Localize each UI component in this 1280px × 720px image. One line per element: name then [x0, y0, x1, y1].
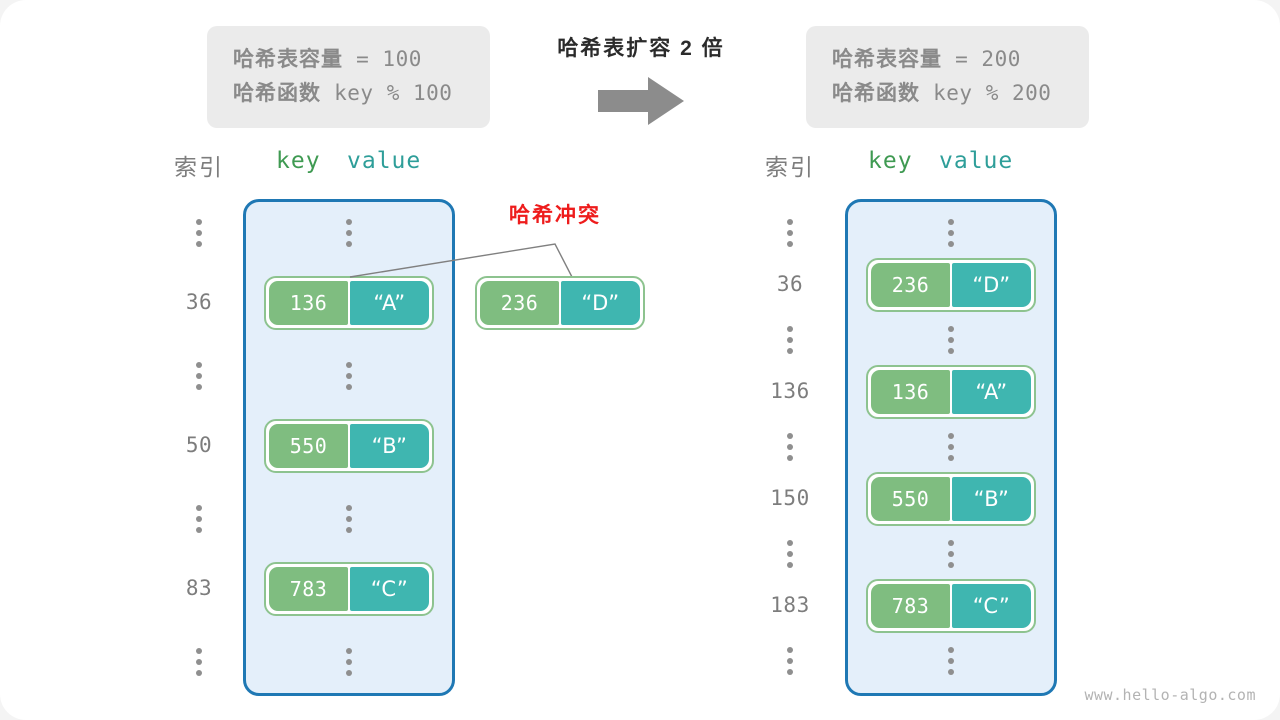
after-hash-label: 哈希函数 — [832, 81, 920, 105]
before-index-label: 83 — [185, 575, 213, 600]
after-pair-value: “B” — [952, 476, 1031, 521]
after-pair-cell: 136“A” — [866, 364, 1036, 419]
before-pair-key: 136 — [269, 280, 348, 325]
after-index-ellipsis-icon — [755, 219, 825, 247]
before-header-value: value — [347, 148, 422, 174]
before-capacity-value: = 100 — [343, 47, 422, 71]
before-row-ellipsis-icon — [344, 648, 354, 676]
after-index-label: 150 — [770, 485, 810, 510]
after-index-label: 183 — [770, 592, 810, 617]
after-row-ellipsis-icon — [946, 326, 956, 354]
after-pair-value: “C” — [952, 583, 1031, 628]
after-pair-key: 236 — [871, 262, 950, 307]
after-index-ellipsis-icon — [755, 433, 825, 461]
transition-title: 哈希表扩容 2 倍 — [557, 37, 725, 60]
before-hash-label: 哈希函数 — [233, 81, 321, 105]
before-row-ellipsis-icon — [344, 219, 354, 247]
after-index-label: 136 — [770, 378, 810, 403]
after-pair-key: 136 — [871, 369, 950, 414]
before-info-box: 哈希表容量 = 100 哈希函数 key % 100 — [207, 26, 490, 128]
after-pair-cell: 550“B” — [866, 471, 1036, 526]
before-pair-value: “A” — [350, 280, 429, 325]
after-index-label: 36 — [776, 271, 804, 296]
before-index-ellipsis-icon — [164, 505, 234, 533]
before-row-ellipsis-icon — [344, 362, 354, 390]
after-row-ellipsis-icon — [946, 433, 956, 461]
before-hash-line: 哈希函数 key % 100 — [233, 76, 464, 110]
right-arrow-icon — [598, 77, 684, 125]
after-pair-value: “A” — [952, 369, 1031, 414]
after-row-ellipsis-icon — [946, 647, 956, 675]
after-pair-cell: 783“C” — [866, 578, 1036, 633]
collision-leader-lines — [349, 243, 573, 278]
collision-label: 哈希冲突 — [509, 204, 601, 227]
after-capacity-label: 哈希表容量 — [832, 47, 942, 71]
before-header-index: 索引 — [174, 155, 224, 181]
after-row-ellipsis-icon — [946, 540, 956, 568]
before-pair-cell: 136“A” — [264, 275, 434, 330]
before-capacity-label: 哈希表容量 — [233, 47, 343, 71]
colliding-pair-cell: 236 “D” — [475, 276, 645, 330]
after-hash-line: 哈希函数 key % 200 — [832, 76, 1063, 110]
after-info-box: 哈希表容量 = 200 哈希函数 key % 200 — [806, 26, 1089, 128]
before-hash-value: key % 100 — [321, 81, 453, 105]
colliding-pair-value: “D” — [561, 281, 640, 325]
after-index-ellipsis-icon — [755, 647, 825, 675]
after-row-ellipsis-icon — [946, 219, 956, 247]
before-index-label: 36 — [185, 289, 213, 314]
before-pair-value: “C” — [350, 566, 429, 611]
before-row-ellipsis-icon — [344, 505, 354, 533]
before-pair-value: “B” — [350, 423, 429, 468]
after-header-index: 索引 — [765, 155, 815, 181]
before-index-label: 50 — [185, 432, 213, 457]
colliding-pair-key: 236 — [480, 281, 559, 325]
after-pair-cell: 236“D” — [866, 257, 1036, 312]
before-index-ellipsis-icon — [164, 648, 234, 676]
after-index-ellipsis-icon — [755, 326, 825, 354]
before-header-key: key — [276, 148, 321, 174]
after-index-ellipsis-icon — [755, 540, 825, 568]
after-header-value: value — [939, 148, 1014, 174]
after-hash-value: key % 200 — [920, 81, 1052, 105]
before-capacity-line: 哈希表容量 = 100 — [233, 42, 464, 76]
after-capacity-value: = 200 — [942, 47, 1021, 71]
after-capacity-line: 哈希表容量 = 200 — [832, 42, 1063, 76]
after-pair-key: 783 — [871, 583, 950, 628]
watermark: www.hello-algo.com — [1084, 686, 1256, 704]
before-index-ellipsis-icon — [164, 219, 234, 247]
after-header-key: key — [868, 148, 913, 174]
after-pair-value: “D” — [952, 262, 1031, 307]
before-pair-cell: 783“C” — [264, 561, 434, 616]
before-pair-cell: 550“B” — [264, 418, 434, 473]
after-pair-key: 550 — [871, 476, 950, 521]
before-pair-key: 783 — [269, 566, 348, 611]
before-index-ellipsis-icon — [164, 362, 234, 390]
before-pair-key: 550 — [269, 423, 348, 468]
